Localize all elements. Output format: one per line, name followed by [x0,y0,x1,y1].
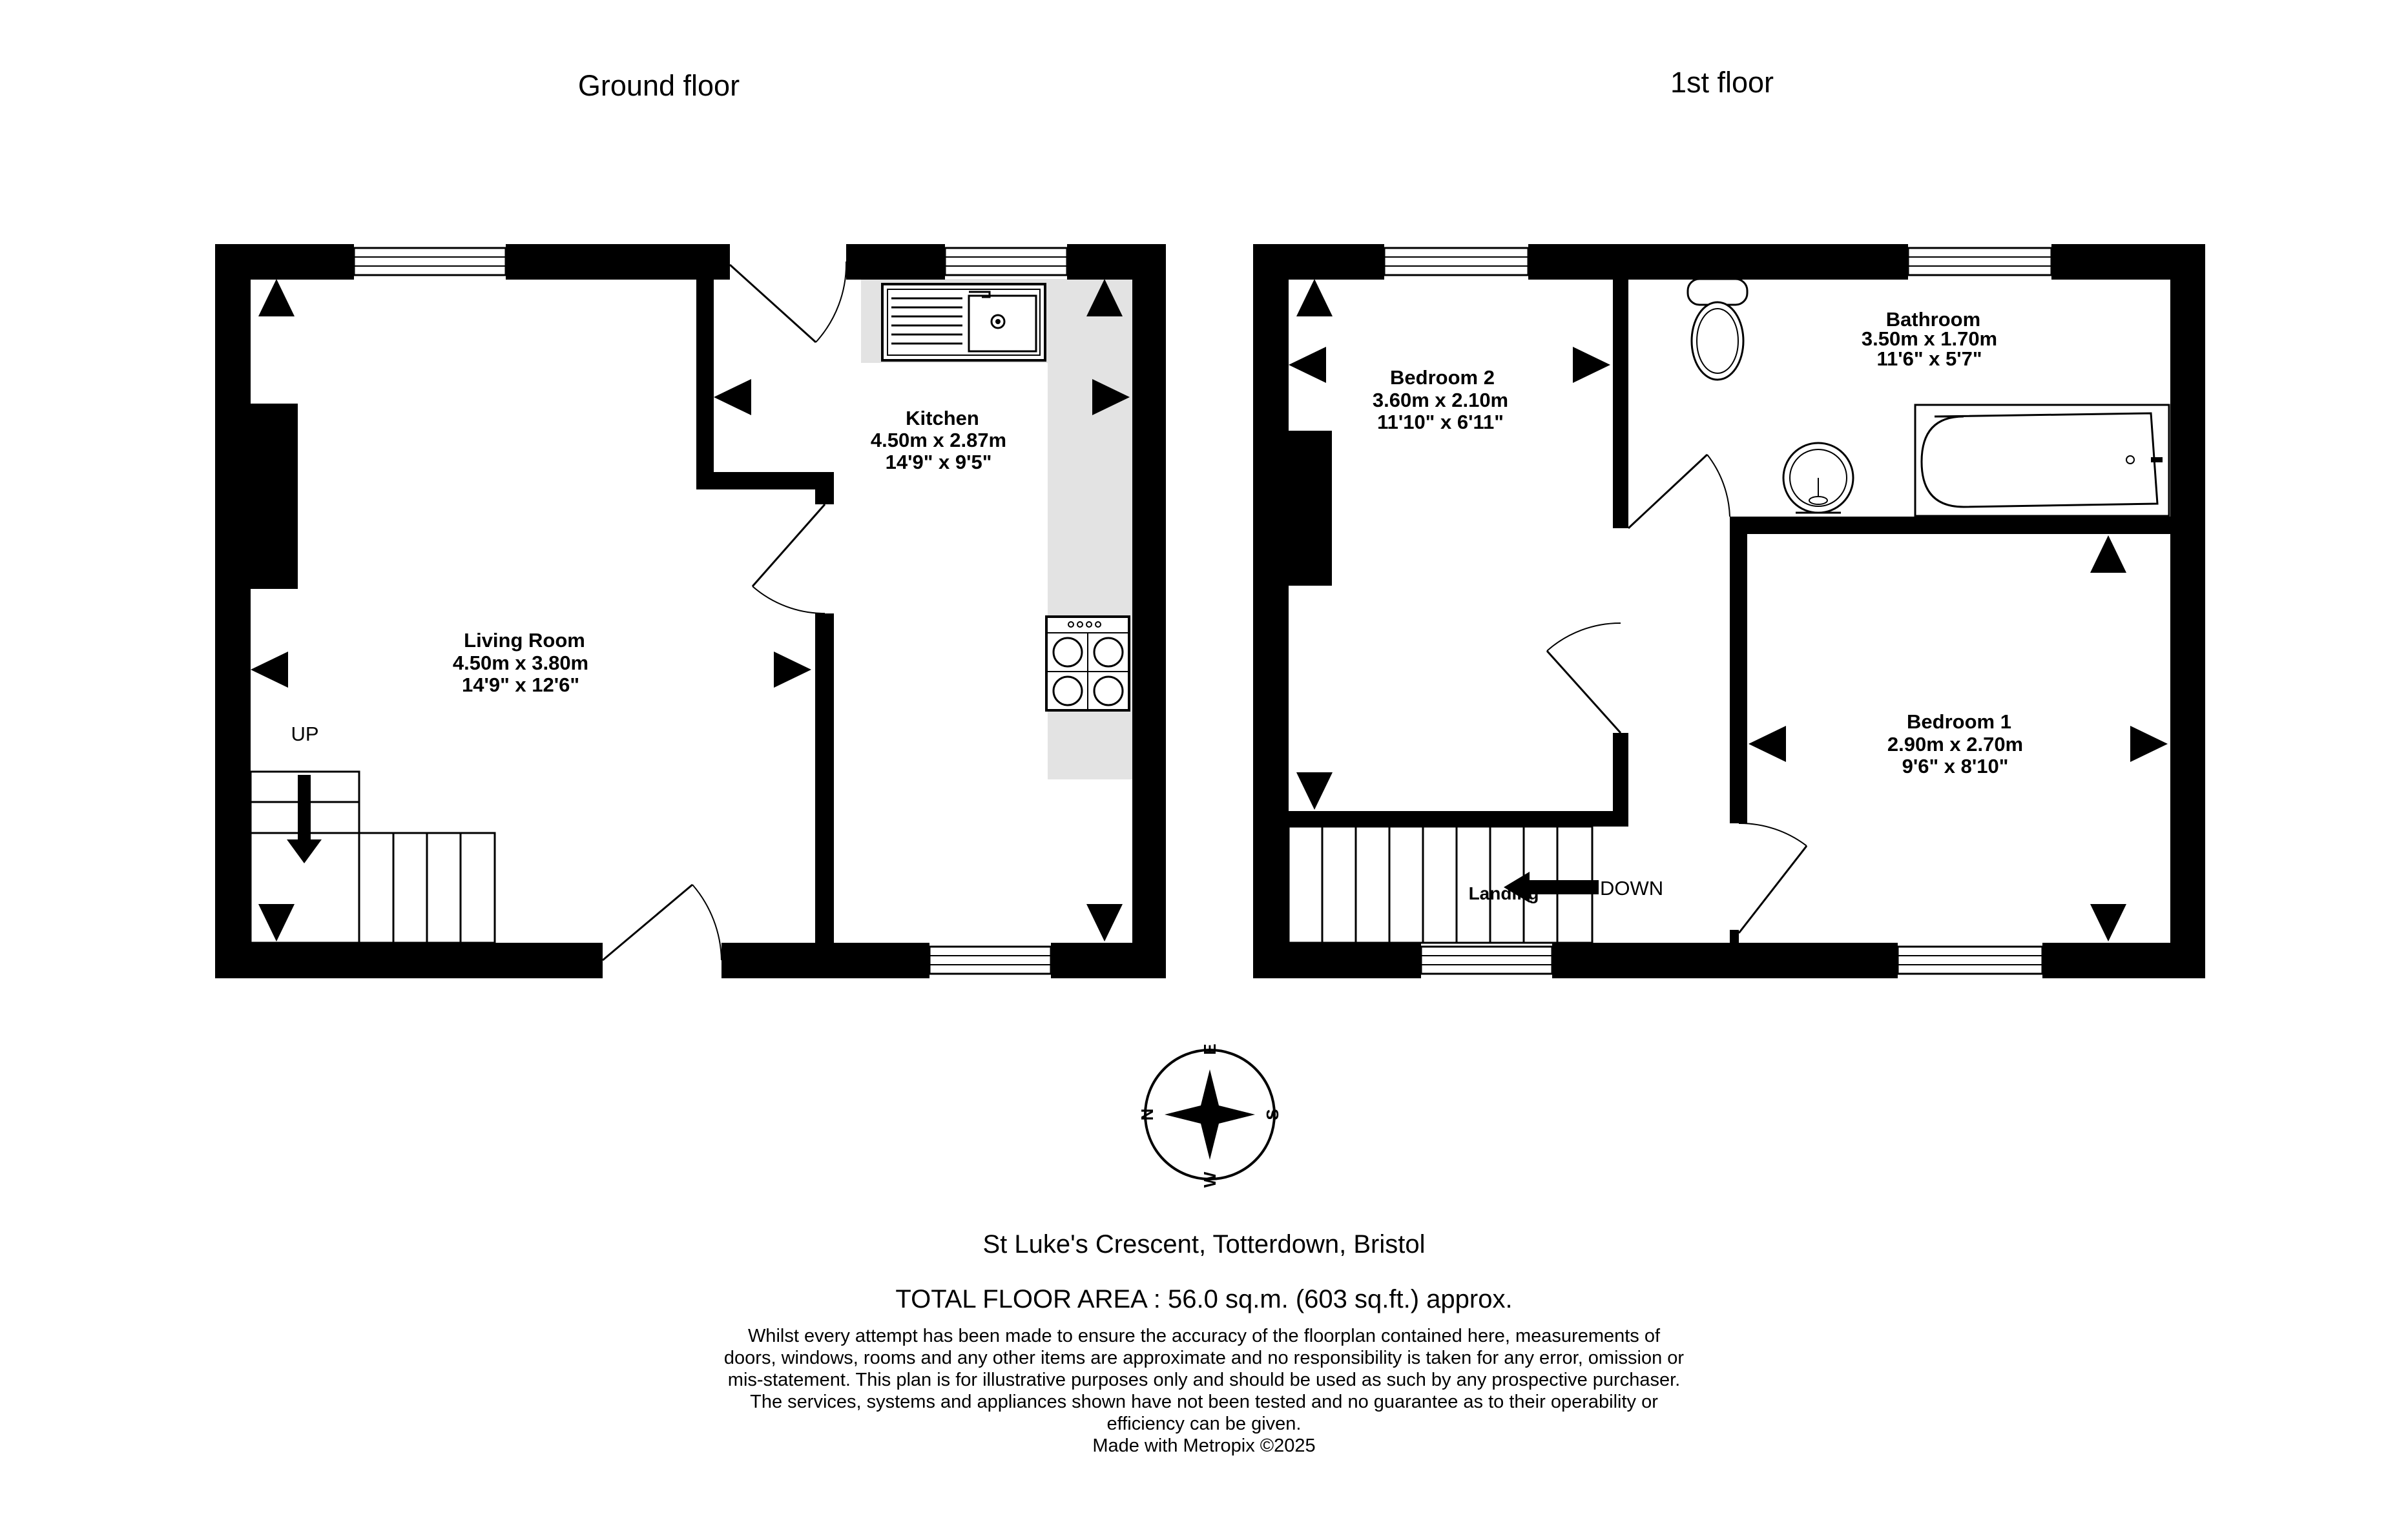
wall [1613,244,1628,528]
window [1420,945,1553,975]
wall [506,244,730,280]
dimension-arrow [1086,904,1123,941]
stair-arrow-left [1504,872,1599,903]
wall [815,472,834,504]
wall [1289,811,1628,827]
dimension-arrow [714,379,751,415]
living-room-metric: 4.50m x 3.80m [453,652,588,674]
dimension-arrow [1573,347,1610,383]
disclaimer-text: Whilst every attempt has been made to en… [723,1326,1685,1434]
wall [2170,244,2205,978]
bedroom-1-name: Bedroom 1 [1907,710,2011,733]
bedroom-1-metric: 2.90m x 2.70m [1887,733,2023,756]
property-address: St Luke's Crescent, Totterdown, Bristol [982,1230,1426,1259]
dimension-arrow [258,904,295,941]
wall [1552,943,1898,978]
bathroom-door [1627,453,1708,530]
wash-basin [1782,442,1854,514]
kitchen-metric: 4.50m x 2.87m [871,429,1006,451]
cooker-hob [1045,615,1130,712]
window [944,247,1068,276]
bedroom-2-door [1546,650,1622,734]
stairs-down-label: DOWN [1600,877,1663,900]
wall [1253,943,1421,978]
wall [215,244,251,978]
window [928,945,1052,975]
wall [1528,244,1908,280]
toilet [1687,278,1749,381]
landing-name: Landing [1469,883,1539,903]
internal-door [751,504,826,587]
stair-arrow-down [287,775,322,863]
bedroom-2-name: Bedroom 2 [1390,366,1495,389]
compass-rose: E S W N [1137,1044,1282,1188]
living-room-imperial: 14'9" x 12'6" [462,674,579,696]
stairs-up-label: UP [291,723,318,745]
bedroom-2-imperial: 11'10" x 6'11" [1377,411,1504,433]
dimension-arrow [1749,726,1786,762]
ground-floor-title: Ground floor [578,69,740,102]
compass-south: S [1263,1109,1282,1120]
wall [1051,943,1166,978]
dimension-arrow [258,279,295,316]
bathroom-name: Bathroom [1886,308,1980,331]
bedroom-1-door [1738,845,1808,934]
dimension-arrow [251,652,288,688]
wall [696,244,714,489]
bathtub [1914,404,2170,517]
compass-north: N [1137,1109,1157,1121]
chimney-breast [1289,431,1332,586]
window [1383,247,1530,276]
dimension-arrow [1296,279,1333,316]
dimension-arrow [1086,279,1123,316]
wall [696,472,834,489]
window [1896,945,2044,975]
kitchen-imperial: 14'9" x 9'5" [886,451,992,473]
kitchen-name: Kitchen [906,407,979,429]
kitchen-sink [881,283,1046,362]
dimension-arrow [1296,772,1333,810]
first-floor-title: 1st floor [1670,66,1774,99]
compass-east: E [1200,1044,1220,1054]
dimension-arrow [2130,726,2168,762]
window [353,247,507,276]
wall [1730,517,1747,823]
dimension-arrow [2090,535,2126,573]
wall [1730,930,1739,943]
front-door [602,883,693,962]
dimension-arrow [774,652,811,688]
dimension-arrow [1289,347,1326,383]
dimension-arrow [1092,379,1130,415]
wall [815,613,834,978]
wall [215,244,354,280]
compass-west: W [1200,1171,1220,1188]
wall [1253,244,1384,280]
dimension-arrow [2090,904,2126,941]
bathroom-imperial: 11'6" x 5'7" [1876,347,1982,370]
wall [1253,244,1289,978]
back-door [729,263,817,344]
wall [215,943,603,978]
total-floor-area: TOTAL FLOOR AREA : 56.0 sq.m. (603 sq.ft… [895,1285,1513,1313]
wall [2042,943,2205,978]
wall [846,244,945,280]
wall [1730,517,2170,534]
bedroom-2-metric: 3.60m x 2.10m [1373,389,1508,411]
bedroom-1-imperial: 9'6" x 8'10" [1902,755,2009,777]
living-room-name: Living Room [464,629,585,652]
window [1907,247,2053,276]
metropix-credit: Made with Metropix ©2025 [1092,1435,1316,1456]
ground-floor-plan: UP Living Room 4.50m x 3.80m 14'9" x 12'… [215,244,1166,978]
wall [1132,244,1166,978]
bathroom-metric: 3.50m x 1.70m [1862,327,1997,350]
wall [1613,733,1628,827]
first-floor-plan: DOWN Landing Bedroom 2 3.60m x 2.10m 11'… [1253,244,2205,978]
chimney-breast [251,404,298,589]
